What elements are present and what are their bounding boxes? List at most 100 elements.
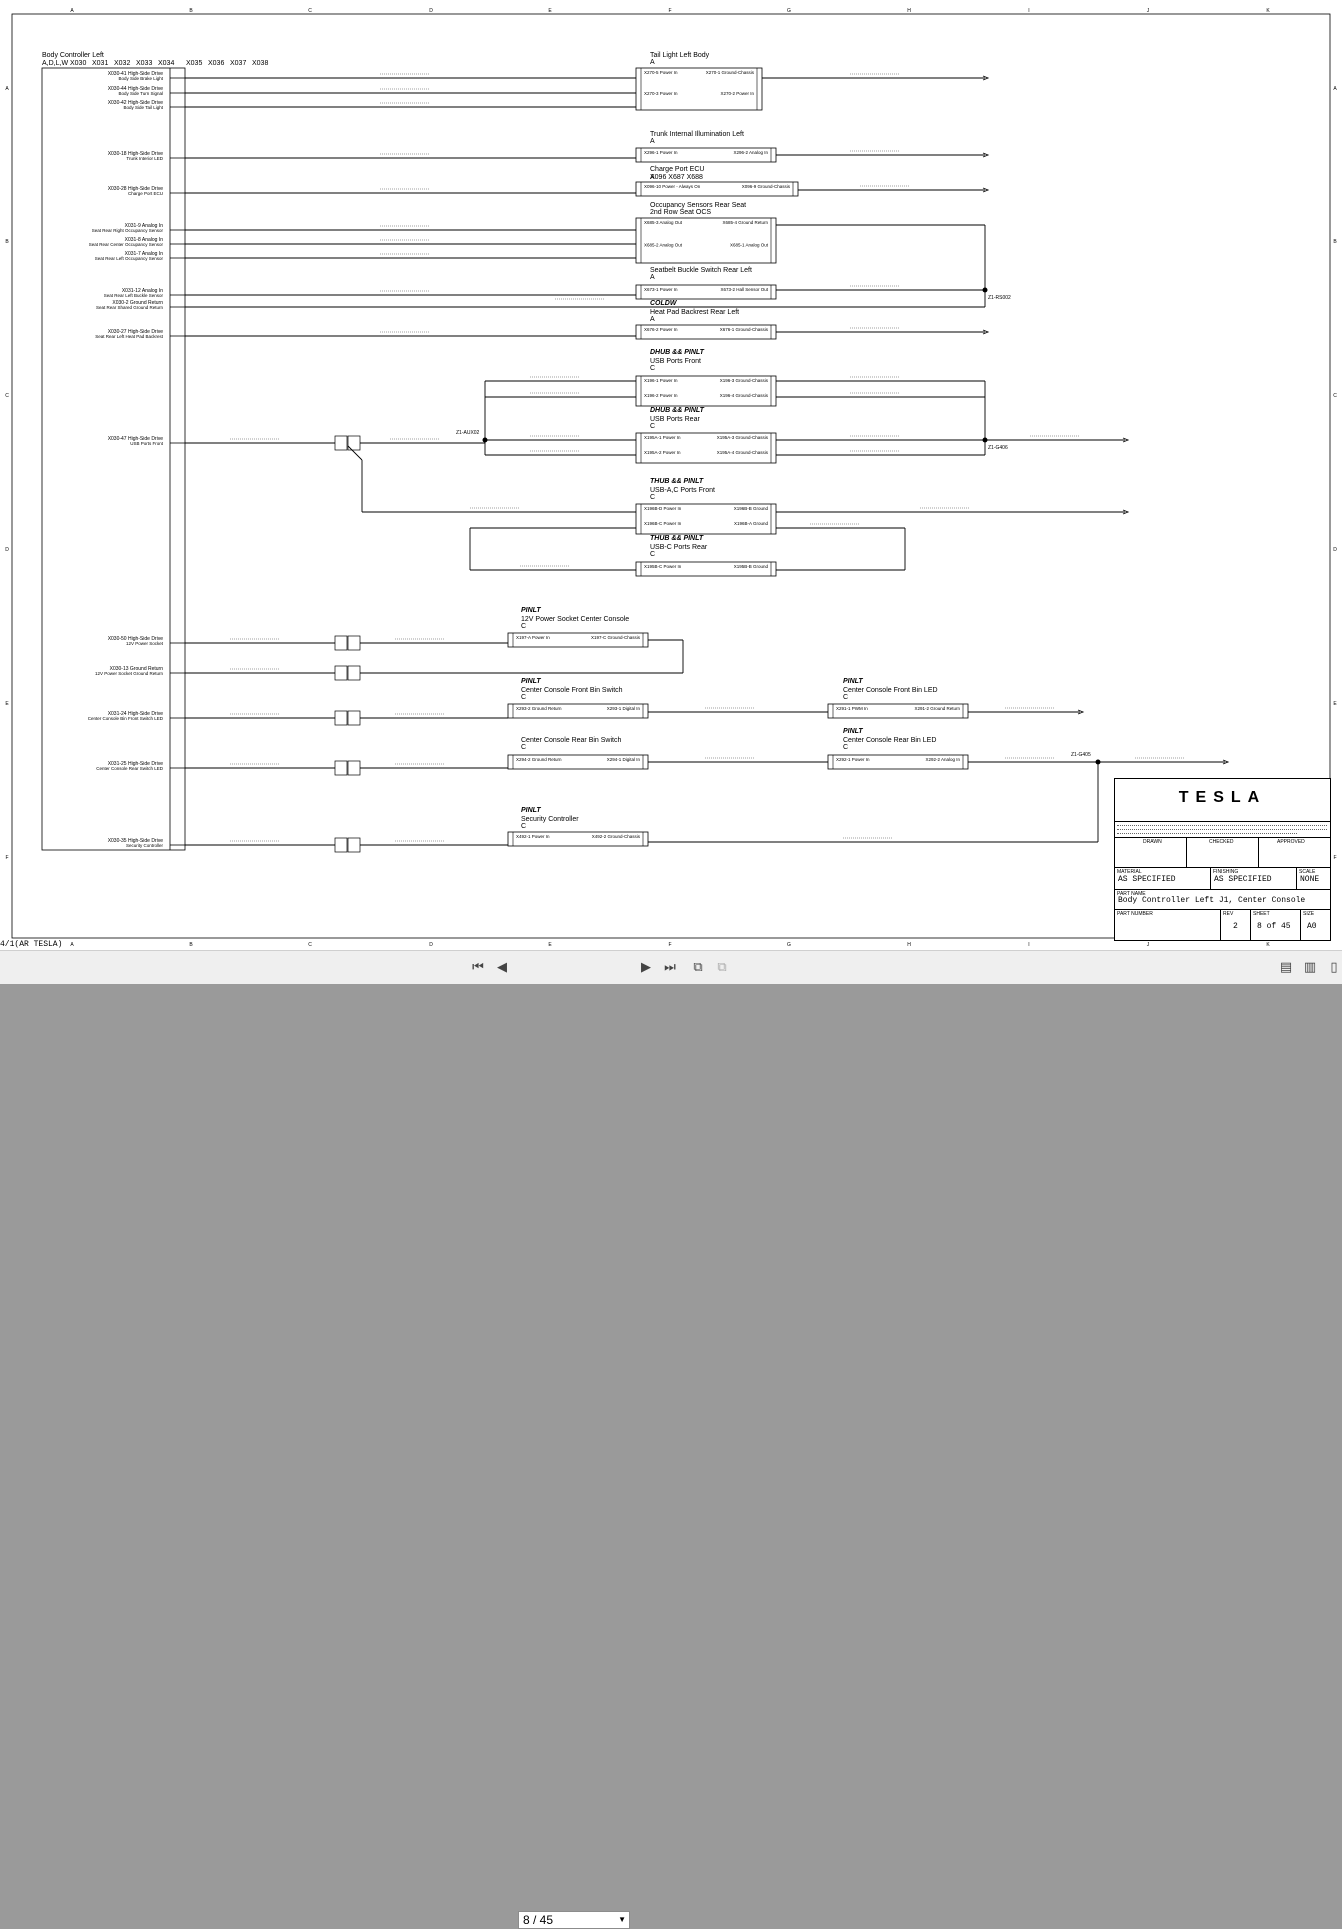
controller-pin-desc: Center Console Rear Switch LED: [96, 766, 164, 771]
component-box: [635, 67, 763, 111]
component-pin-label: X296-1 Power In: [644, 150, 678, 155]
controller-pin-label: X031-7 Analog In: [125, 251, 164, 257]
controller-pin-desc: USB Ports Front: [130, 441, 164, 446]
wire-arrow-icon: [982, 329, 990, 335]
controller-connector-label: X037: [230, 60, 246, 67]
component-title: USB-C Ports Rear: [650, 544, 708, 551]
drawn-label: DRAWN: [1143, 839, 1162, 845]
last-page-icon[interactable]: ⏭: [664, 960, 676, 975]
component-title: Center Console Front Bin LED: [843, 687, 938, 694]
component-pin-label: X195B-B Ground: [734, 564, 769, 569]
component-pin-label: X270-3 Power In: [644, 91, 678, 96]
wire-arrow-icon: [1122, 509, 1130, 515]
controller-pin-label: X030-35 High-Side Drive: [108, 838, 164, 844]
grid-row-label: B: [5, 239, 9, 245]
inline-connector: [347, 665, 361, 681]
controller-pin-desc: Charge Port ECU: [128, 191, 163, 196]
grid-col-label: F: [668, 942, 671, 948]
size-label: SIZE: [1303, 911, 1315, 917]
component-pin-label: X196B-A Ground: [734, 521, 769, 526]
grid-row-label: F: [1333, 855, 1336, 861]
splice-dot: [1095, 759, 1101, 765]
component-pin-label: X195A-4 Ground-Chassis: [717, 450, 769, 455]
previous-page-icon[interactable]: ◀: [497, 960, 507, 975]
controller-connector-label: X032: [114, 60, 130, 67]
component-pin-label: X685-1 Analog Out: [730, 243, 769, 248]
next-page-icon[interactable]: ▶: [641, 960, 651, 975]
component-title: USB Ports Rear: [650, 416, 700, 423]
component-variant: C: [843, 694, 848, 701]
controller-outline: [41, 67, 186, 851]
component-variant: C: [843, 744, 848, 751]
inline-connector: [334, 635, 348, 651]
controller-pin-label: X030-42 High-Side Drive: [108, 100, 164, 106]
wire-arrow-icon: [1122, 437, 1130, 443]
approved-label: APPROVED: [1277, 839, 1305, 845]
controller-pin-label: X030-2 Ground Return: [112, 300, 163, 306]
component-tag: DHUB && PINLT: [650, 349, 705, 356]
wire-arrow-icon: [982, 75, 990, 81]
component-title: USB-A,C Ports Front: [650, 487, 715, 494]
component-pin-label: X676-1 Ground-Chassis: [720, 327, 769, 332]
copy-page-icon[interactable]: ⧉: [693, 960, 703, 975]
controller-pin-label: X030-44 High-Side Drive: [108, 86, 164, 92]
inline-connector: [347, 635, 361, 651]
component-pin-label: X673-2 Hall Sensor Out: [720, 287, 768, 292]
single-page-view-icon[interactable]: ▤: [1279, 960, 1293, 975]
component-pin-label: X673-1 Power In: [644, 287, 678, 292]
wires: [185, 73, 1230, 853]
component-pin-label: X195A-1 Power In: [644, 435, 681, 440]
grid-col-label: B: [189, 942, 193, 948]
columns-view-icon[interactable]: ▯: [1330, 960, 1338, 975]
component-box: [507, 632, 649, 648]
grid-row-label: E: [1333, 701, 1337, 707]
controller-pin-label: X030-28 High-Side Drive: [108, 186, 164, 192]
component: Seatbelt Buckle Switch Rear LeftAX673-1 …: [635, 267, 777, 300]
chevron-down-icon[interactable]: ▼: [618, 1915, 626, 1924]
component-variant: C: [521, 823, 526, 830]
component-title: USB Ports Front: [650, 358, 701, 365]
two-page-view-icon[interactable]: ▥: [1303, 960, 1317, 975]
grid-row-label: D: [1333, 547, 1337, 553]
status-text: 4/1(AR TESLA): [0, 940, 63, 949]
controller-pin-desc: Seat Rear Right Occupancy Sensor: [92, 228, 164, 233]
component-pin-label: X492-2 Ground-Chassis: [592, 834, 641, 839]
component-title: Center Console Rear Bin Switch: [521, 737, 621, 744]
grid-row-label: C: [5, 393, 9, 399]
component-box: [507, 703, 649, 719]
page-number-input[interactable]: 8 / 45▼: [518, 1911, 630, 1929]
component-pin-label: X294-2 Ground Return: [516, 757, 562, 762]
scale-value: NONE: [1300, 875, 1320, 884]
component-variant: C: [650, 494, 655, 501]
component-variant: C: [521, 744, 526, 751]
controller-variants: A,D,L,W: [42, 60, 68, 67]
controller-pin-label: X031-24 High-Side Drive: [108, 711, 164, 717]
component-pin-label: X196-1 Power In: [644, 378, 678, 383]
drawn-cell: DRAWN: [1115, 837, 1187, 867]
component-pin-label: X196-3 Ground-Chassis: [720, 378, 769, 383]
paste-page-icon[interactable]: ⧉: [717, 960, 727, 975]
sheet-label: SHEET: [1253, 911, 1270, 917]
partname-value: Body Controller Left J1, Center Console: [1118, 896, 1306, 905]
controller-pin-desc: 12V Power Socket: [126, 641, 164, 646]
component-pin-label: X294-1 Digital In: [607, 757, 641, 762]
first-page-icon[interactable]: ⏮: [472, 960, 484, 975]
grid-col-label: J: [1147, 8, 1150, 14]
component-pin-label: X195A-3 Ground-Chassis: [717, 435, 769, 440]
grid-col-label: K: [1266, 942, 1270, 948]
controller-connector-label: X036: [208, 60, 224, 67]
